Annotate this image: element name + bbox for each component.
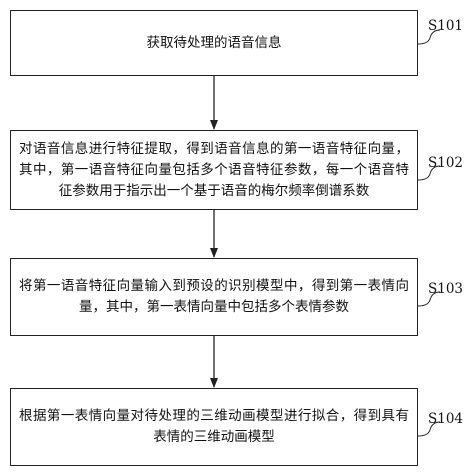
arrowhead-s103: [210, 248, 218, 258]
step-label-s103: S103: [428, 281, 464, 297]
step-label-s102: S102: [428, 155, 464, 171]
step-s104-line-2: 表情的三维动画模型: [153, 429, 275, 445]
step-s102-line-3: 征参数用于指示出一个基于语音的梅尔频率倒谱系数: [58, 182, 370, 199]
arrowhead-s104: [210, 378, 218, 388]
step-s101-text: 获取待处理的语音信息: [146, 34, 282, 51]
step-label-s104: S104: [428, 411, 464, 427]
arrowhead-s102: [210, 120, 218, 130]
step-s103-line-2: 量，其中，第一表情向量中包括多个表情参数: [79, 299, 349, 315]
leader-s101: [417, 29, 441, 45]
step-s104-line-1: 根据第一表情向量对待处理的三维动画模型进行拟合，得到具有: [19, 408, 409, 424]
step-box-s103: 将第一语音特征向量输入到预设的识别模型中，得到第一表情向 量，其中，第一表情向量…: [10, 258, 418, 336]
leader-s102: [417, 165, 441, 181]
step-box-s104: 根据第一表情向量对待处理的三维动画模型进行拟合，得到具有 表情的三维动画模型: [10, 388, 418, 466]
step-s102-line-2: 其中，第一语音特征向量包括多个语音特征参数，每一个语音特: [19, 161, 409, 178]
step-s103-line-1: 将第一语音特征向量输入到预设的识别模型中，得到第一表情向: [19, 278, 409, 294]
step-box-s102: 对语音信息进行特征提取，得到语音信息的第一语音特征向量， 其中，第一语音特征向量…: [10, 130, 418, 210]
leader-s104: [417, 421, 441, 437]
leader-s103: [417, 291, 441, 307]
step-s102-line-1: 对语音信息进行特征提取，得到语音信息的第一语音特征向量，: [19, 140, 409, 157]
step-label-s101: S101: [428, 18, 464, 34]
step-box-s101: 获取待处理的语音信息: [10, 10, 418, 76]
